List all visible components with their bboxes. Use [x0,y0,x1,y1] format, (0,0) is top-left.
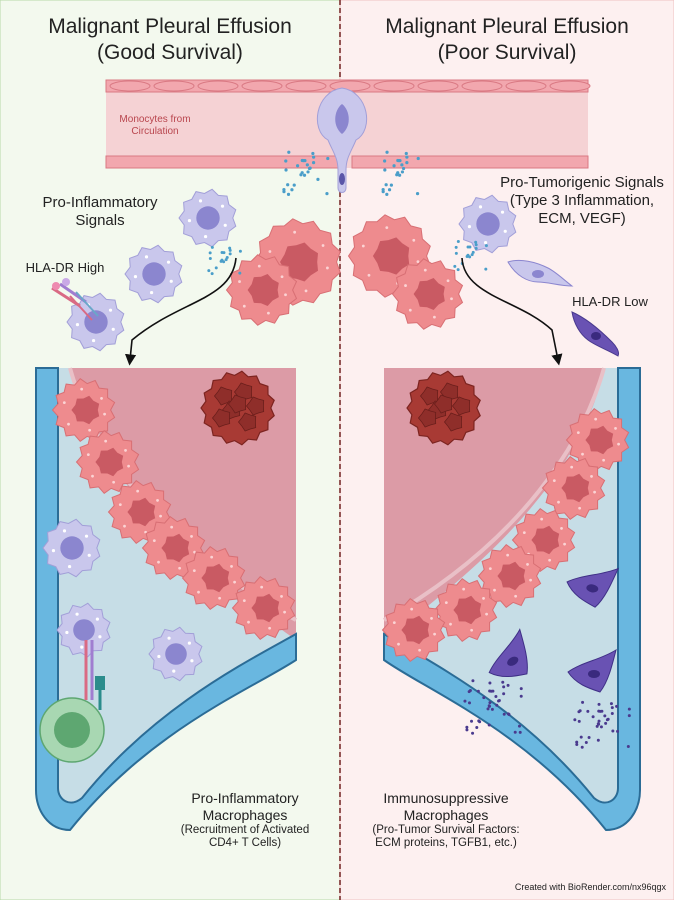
tumor-cells-left-chain [51,378,296,640]
cytokine-dots-right [381,150,420,196]
left-footer-line4: CD4+ T Cells) [208,837,282,850]
right-footer-line2: Macrophages [403,806,489,823]
right-footer-line3: (Pro-Tumor Survival Factors: [372,823,520,836]
left-signals-label: Pro-Inflammatory Signals [20,194,180,230]
left-footer-line2: Macrophages [202,806,288,823]
biorender-credit: Created with BioRender.com/nx96qgx [514,882,666,892]
left-hla-label: HLA-DR High [25,260,105,275]
left-footer-line1: Pro-Inflammatory [191,790,299,806]
vessel-label: Monocytes from Circulation [100,114,210,138]
arrow-left [124,257,237,366]
left-footer-line3: (Recruitment of Activated [180,823,310,836]
extravasating-monocyte [316,87,368,193]
vessel-label-line1: Monocytes from [119,114,191,125]
right-footer-line1: Immunosuppressive [383,790,509,806]
macrophage-left-1 [42,518,101,578]
tumor-mass-right [406,370,481,446]
fibroblasts-lower-right [488,567,620,693]
left-title-line2: (Good Survival) [97,41,243,65]
right-footer-line4: ECM proteins, TGFB1, etc.) [375,837,517,850]
tumor-cell-right-small [391,258,464,330]
right-signals-line1: Pro-Tumorigenic Signals [500,174,664,191]
tumor-mass-left [200,370,275,446]
synapse-receptors [84,640,105,710]
hla-receptor-icon [51,278,99,321]
arrow-right [461,257,563,366]
macrophage-left-3 [148,626,203,682]
right-signals-line2: (Type 3 Inflammation, [509,192,655,209]
right-title-line1: Malignant Pleural Effusion [385,15,629,38]
secreted-factors-dots [463,679,631,749]
right-signals-label: Pro-Tumorigenic Signals (Type 3 Inflamma… [490,174,674,228]
cytokine-dots-left-mid [207,245,242,276]
fibroblast-dark [571,311,619,357]
monocyte-left-middle [124,244,183,304]
t-cell [39,697,105,763]
vessel-label-line2: Circulation [131,126,179,137]
fibroblast-light [507,259,574,287]
monocyte-right [458,194,517,254]
left-footer: Pro-Inflammatory Macrophages (Recruitmen… [150,790,340,851]
right-hla-label: HLA-DR Low [572,294,648,309]
left-title-line1: Malignant Pleural Effusion [48,15,292,38]
right-title: Malignant Pleural Effusion (Poor Surviva… [340,14,674,67]
cytokine-dots-right-mid [453,240,488,272]
tumor-cell-left-small [225,254,298,326]
right-title-line2: (Poor Survival) [437,41,577,65]
monocyte-left-top [178,188,237,248]
right-signals-line3: ECM, VEGF) [538,210,626,227]
left-title: Malignant Pleural Effusion (Good Surviva… [0,14,340,67]
left-signals-line2: Signals [75,212,125,229]
macrophage-left-2 [56,602,111,658]
tumor-cells-right-chain [381,408,630,662]
right-footer: Immunosuppressive Macrophages (Pro-Tumor… [346,790,546,851]
left-signals-line1: Pro-Inflammatory [42,194,158,211]
cytokine-dots-left [282,150,330,196]
